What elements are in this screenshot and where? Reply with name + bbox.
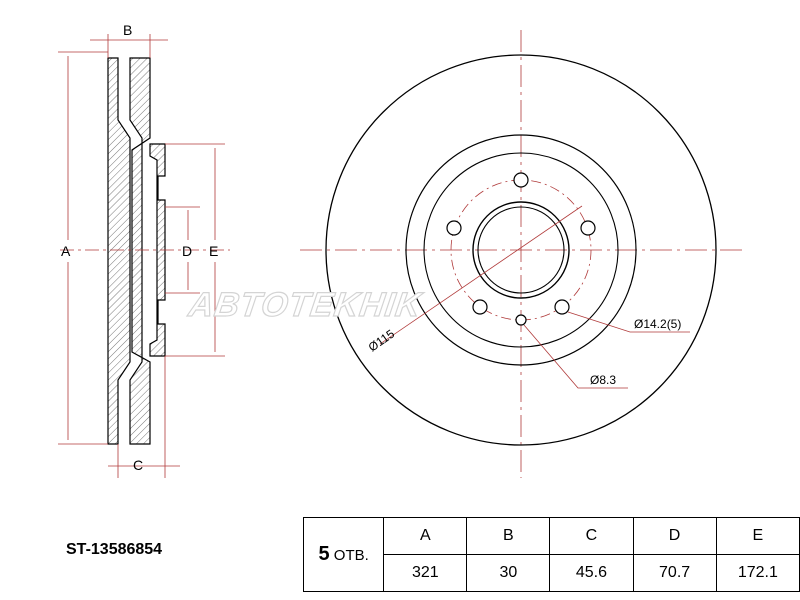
dimension-b [90,34,168,58]
spec-header-b: B [466,517,551,555]
bolt-hole [513,172,529,188]
spec-table: 5 ОТВ. A B C D E 321 30 45.6 70.7 172.1 [302,517,800,592]
hub-bore-outer [472,201,570,299]
bolt-count-cell: 5 ОТВ. [302,517,385,592]
hub-hat-section [149,143,166,357]
bolt-count-suffix: ОТВ. [333,547,369,564]
dimension-e-label: E [209,243,218,259]
dimension-a-label: A [61,243,71,259]
dimension-e [165,143,225,357]
pcd-leader [379,205,583,345]
pcd-label: Ø115 [366,326,398,354]
dimension-d-label: D [182,243,192,259]
small-hole-leader [523,324,628,389]
small-hole-label: Ø8.3 [590,373,616,387]
hat-outer-edge [405,134,637,366]
side-section-view: A B C D E [58,22,230,478]
rotor-section-outline [107,57,131,445]
dimension-b-label: B [123,22,132,38]
spec-value-e: 172.1 [715,554,800,592]
part-number: ST-13586854 [66,541,163,558]
rotor-outer-edge [325,54,717,446]
hub-bore-inner [477,206,565,294]
hat-step-edge [423,152,619,348]
bolt-count-number: 5 [318,543,330,565]
spec-value-b: 30 [466,554,551,592]
bolt-hole [580,220,596,236]
spec-value-c: 45.6 [549,554,634,592]
bolt-hole-label: Ø14.2(5) [634,317,681,331]
rotor-section-outline-inner [129,57,151,445]
spec-value-a: 321 [383,554,468,592]
small-hole [515,314,527,326]
bolt-hole [446,220,462,236]
bolt-holes [446,172,596,315]
spec-header-e: E [715,517,800,555]
spec-value-d: 70.7 [632,554,717,592]
dimension-c [108,356,180,478]
spec-table-value-row: 321 30 45.6 70.7 172.1 [304,554,800,592]
spec-table-header-row: 5 ОТВ. A B C D E [302,517,800,592]
watermark-logo: ABTOTEKHIK [185,286,425,324]
front-view: Ø115 Ø14.2(5) Ø8.3 ABTOTEKHIK [185,30,742,478]
bolt-hole [472,299,488,315]
dimension-c-label: C [133,457,143,473]
dimension-a [58,51,108,445]
bolt-hole-leader [567,311,690,333]
bolt-hole [554,299,570,315]
spec-header-c: C [549,517,634,555]
spec-header-d: D [632,517,717,555]
spec-header-a: A [383,517,468,555]
dimension-d [165,206,200,294]
